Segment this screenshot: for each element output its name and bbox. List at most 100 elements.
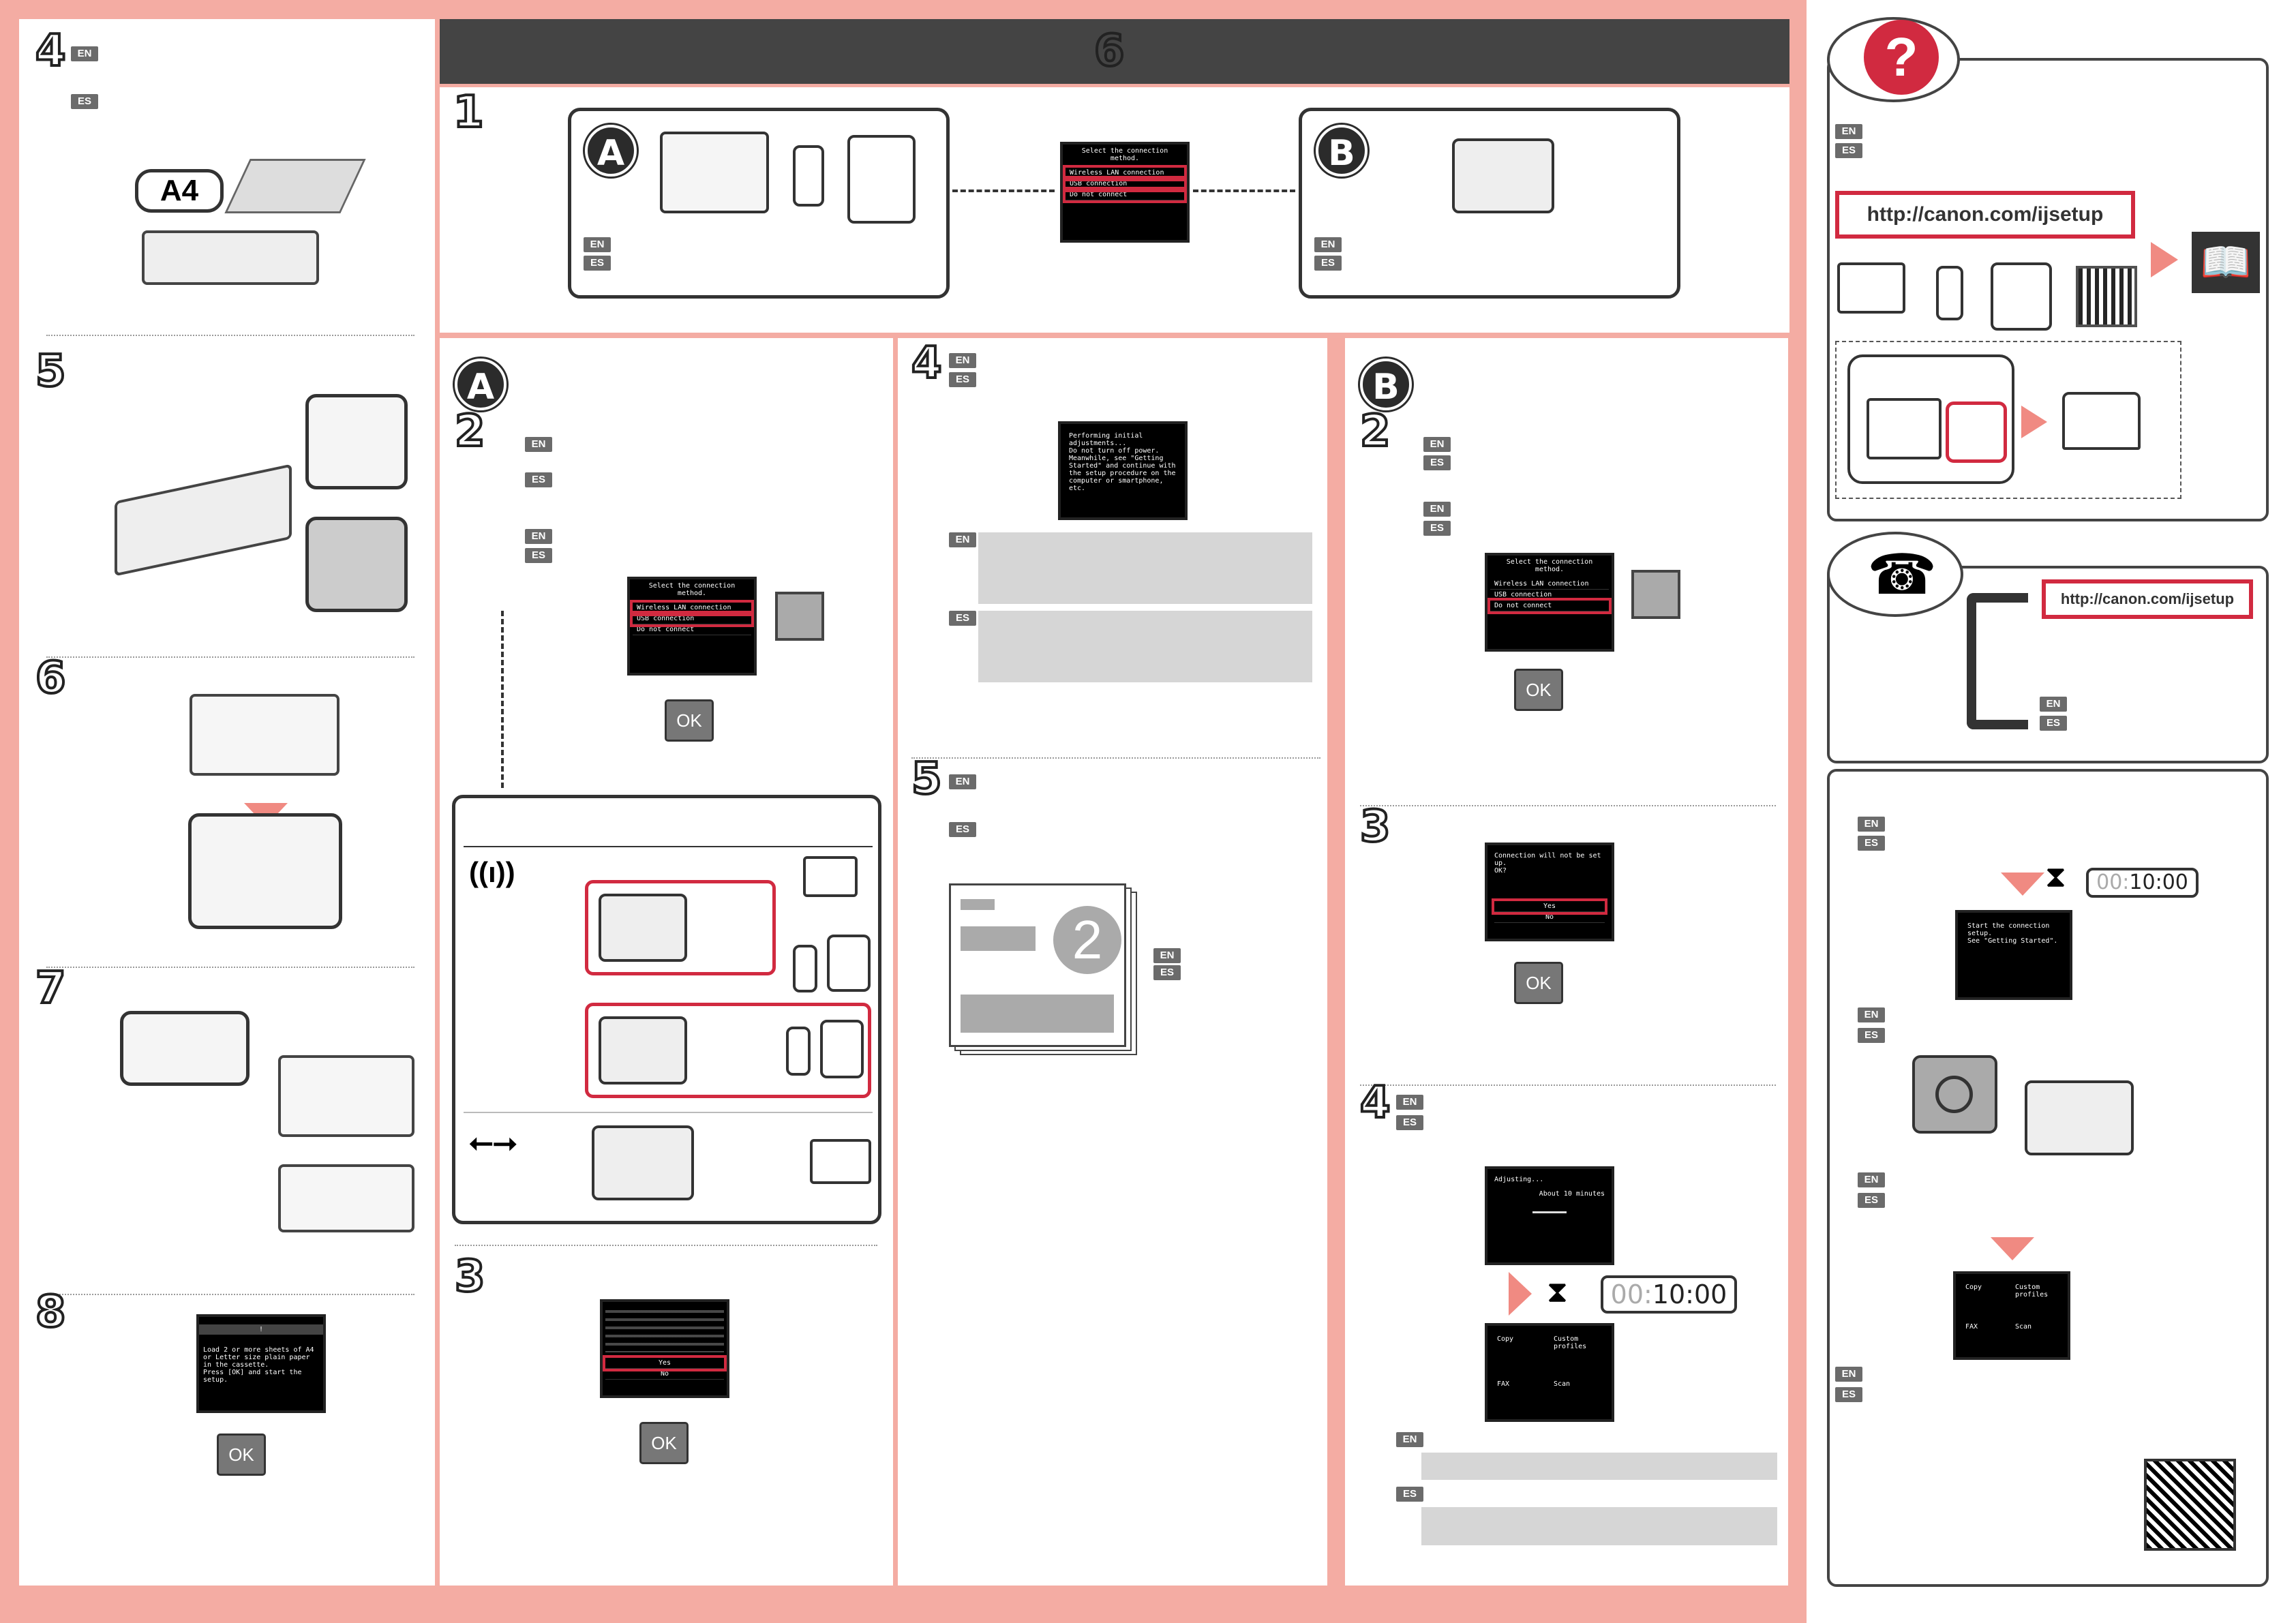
phone-circle: ☎ (1827, 532, 1963, 617)
output-tray-illustration (120, 1011, 250, 1086)
option-usb[interactable]: USB connection (1490, 590, 1609, 601)
stop-icon (1935, 1076, 1973, 1113)
down-arrow-icon (2001, 873, 2044, 896)
navigation-pad-icon[interactable] (775, 592, 824, 641)
ok-button[interactable]: OK (665, 699, 714, 742)
wireless-router-option[interactable] (585, 880, 776, 975)
open-tray-illustration (278, 1055, 414, 1137)
option-usb[interactable]: USB connection (630, 611, 754, 627)
option-do-not-connect[interactable]: Do not connect (633, 624, 751, 635)
es-tag: ES (525, 472, 552, 487)
en-tag: EN (1835, 124, 1862, 139)
copy-item[interactable]: Copy (1965, 1284, 1982, 1291)
yes-option[interactable]: Yes (1492, 898, 1607, 915)
option-a-box[interactable]: A EN ES (568, 108, 950, 299)
laptop-icon (1837, 262, 1905, 314)
home-screen: Copy Custom profiles FAX Scan (1953, 1271, 2070, 1360)
online-manual-icon[interactable]: 📖 (2192, 232, 2260, 293)
help-app-icon[interactable] (1946, 401, 2007, 463)
support-url-link[interactable]: http://canon.com/ijsetup (2042, 579, 2253, 619)
note-box-en (978, 532, 1312, 604)
step-3-number: 3 (453, 1250, 486, 1303)
navigation-pad-icon[interactable] (1631, 570, 1680, 619)
copy-item[interactable]: Copy (1497, 1335, 1514, 1343)
warning-icon: ! (199, 1324, 323, 1335)
getting-started-book: 2 (949, 883, 1126, 1047)
en-tag: EN (1423, 502, 1451, 517)
no-option[interactable]: No (1494, 912, 1605, 923)
fax-item[interactable]: FAX (1965, 1322, 1978, 1331)
option-wireless[interactable]: Wireless LAN connection (1490, 579, 1609, 590)
step-4-number: 4 (910, 337, 943, 390)
option-do-not-connect[interactable]: Do not connect (1063, 187, 1187, 203)
es-tag: ES (71, 94, 98, 109)
badge-b: B (1360, 359, 1412, 410)
step-4-number: 4 (1359, 1076, 1391, 1129)
es-tag: ES (1153, 965, 1181, 980)
step-6-number: 6 (34, 652, 67, 705)
section-header-bar: 6 (440, 19, 1789, 84)
stop-button-illustration[interactable] (1912, 1055, 1997, 1134)
right-column: ? EN ES http://canon.com/ijsetup 📖 ☎ htt… (1807, 0, 2296, 1623)
es-tag: ES (1396, 1115, 1423, 1130)
a4-label: A4 (135, 169, 224, 213)
custom-profiles-item[interactable]: Custom profiles (1554, 1335, 1587, 1350)
badge-a: A (585, 125, 637, 177)
telephone-icon: ☎ (1867, 544, 1937, 606)
es-tag: ES (1858, 836, 1885, 851)
custom-profiles-item[interactable]: Custom profiles (2015, 1284, 2049, 1299)
en-tag: EN (1858, 1007, 1885, 1022)
tablet-icon (847, 135, 916, 224)
es-tag: ES (1314, 256, 1342, 271)
yes-option[interactable]: Yes (603, 1355, 727, 1371)
no-option[interactable]: No (605, 1369, 724, 1380)
step-3-number: 3 (1359, 800, 1391, 853)
option-wireless[interactable]: Wireless LAN connection (1063, 165, 1187, 181)
qr-code-icon[interactable] (2076, 266, 2137, 327)
option-b-box[interactable]: B EN ES (1299, 108, 1680, 299)
badge-a: A (455, 359, 507, 410)
fax-item[interactable]: FAX (1497, 1380, 1510, 1388)
qr-code-icon[interactable] (2144, 1459, 2236, 1551)
right-arrow-icon (2151, 242, 2178, 277)
badge-b: B (1316, 125, 1368, 177)
connection-method-screen: Select the connection method. Wireless L… (1485, 553, 1614, 652)
bracket-icon (1967, 593, 2028, 729)
main-section: 6 1 A EN ES Select the connection method… (440, 19, 1789, 1586)
en-tag: EN (1835, 1367, 1862, 1382)
scan-item[interactable]: Scan (1554, 1380, 1571, 1388)
en-tag: EN (2040, 697, 2067, 712)
en-tag: EN (1858, 817, 1885, 832)
step-5-number: 5 (910, 753, 943, 806)
step-7-number: 7 (34, 962, 67, 1015)
right-arrow-icon (2021, 406, 2047, 438)
es-tag: ES (1423, 521, 1451, 536)
option-do-not-connect[interactable]: Do not connect (1487, 598, 1612, 614)
ok-button[interactable]: OK (1514, 669, 1563, 711)
ok-button[interactable]: OK (639, 1422, 689, 1464)
ok-button[interactable]: OK (217, 1434, 266, 1476)
ok-button[interactable]: OK (1514, 962, 1563, 1004)
smartphone-icon (793, 945, 817, 992)
column-middle: 4 EN ES Performing initial adjustments..… (898, 337, 1327, 1586)
connection-method-screen: Select the connection method. Wireless L… (627, 577, 757, 676)
option-wireless[interactable]: Wireless LAN connection (630, 600, 754, 616)
en-tag: EN (584, 237, 611, 252)
load-paper-screen: ! Load 2 or more sheets of A4 or Letter … (196, 1314, 326, 1413)
es-tag: ES (949, 822, 976, 837)
printer-icon (1452, 138, 1554, 213)
setup-url-link[interactable]: http://canon.com/ijsetup (1835, 191, 2135, 239)
note-box-en (1421, 1453, 1777, 1480)
confirm-text: Connection will not be set up. OK? (1494, 852, 1601, 875)
connection-options-box: ((ı)) ⭠⭢ (452, 795, 881, 1224)
tablet-icon (827, 935, 871, 992)
hourglass-icon: ⧗ (2045, 860, 2066, 894)
en-tag: EN (71, 46, 98, 61)
scan-item[interactable]: Scan (2015, 1322, 2032, 1331)
step-2-number: 2 (453, 405, 486, 458)
step-8-number: 8 (34, 1286, 67, 1339)
option-usb[interactable]: USB connection (1063, 176, 1187, 192)
wireless-direct-option[interactable] (585, 1003, 871, 1098)
en-tag: EN (525, 437, 552, 452)
es-tag: ES (949, 372, 976, 387)
